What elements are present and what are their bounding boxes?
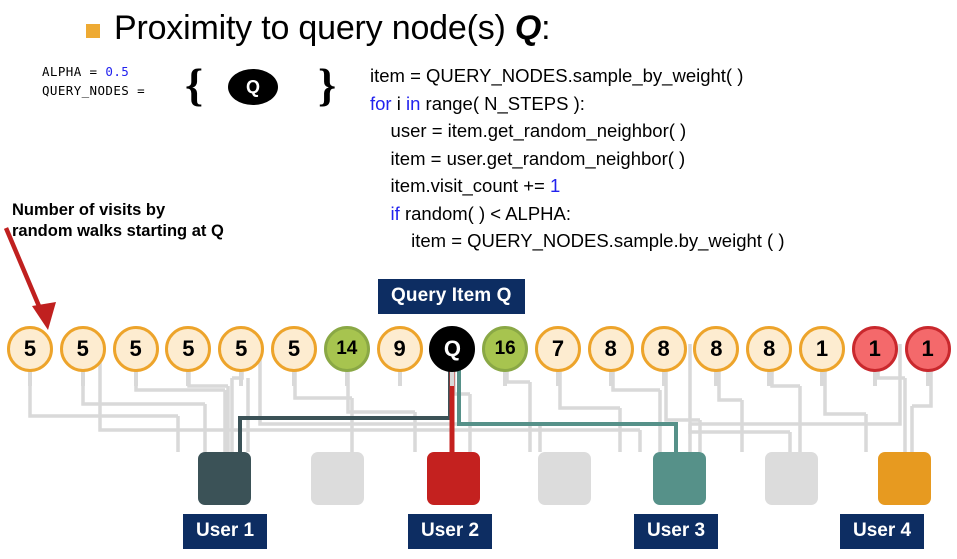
item-node-q[interactable]: Q bbox=[429, 326, 476, 372]
user-square-user-3[interactable] bbox=[653, 452, 706, 505]
brace-open: { bbox=[185, 59, 204, 110]
user-square-inactive[interactable] bbox=[538, 452, 591, 505]
visits-annotation-line2: random walks starting at Q bbox=[12, 222, 224, 240]
user-label-user-4: User 4 bbox=[840, 514, 925, 549]
visits-annotation: Number of visits by random walks startin… bbox=[12, 200, 224, 242]
item-node-5[interactable]: 5 bbox=[7, 326, 53, 372]
user-label-user-2: User 2 bbox=[408, 514, 493, 549]
item-node-8[interactable]: 8 bbox=[587, 326, 634, 372]
user-label-user-3: User 3 bbox=[634, 514, 719, 549]
item-node-9[interactable]: 9 bbox=[376, 326, 423, 372]
visits-annotation-line1: Number of visits by bbox=[12, 201, 166, 219]
item-node-14[interactable]: 14 bbox=[323, 326, 370, 372]
node-stem bbox=[133, 368, 138, 386]
code-line-5-pre: item.visit_count += bbox=[370, 175, 550, 196]
code-kw-for: for bbox=[370, 92, 392, 114]
code-line-5-num: 1 bbox=[549, 175, 561, 196]
node-stem bbox=[820, 368, 824, 386]
node-stem bbox=[556, 368, 560, 386]
code-line-5: item.visit_count += 1 bbox=[370, 172, 785, 200]
item-node-1[interactable]: 1 bbox=[851, 326, 898, 372]
code-line-6-rest: random( ) < ALPHA: bbox=[399, 202, 572, 224]
node-stem bbox=[925, 368, 930, 386]
query-node-chip: Q bbox=[228, 69, 278, 105]
node-stem bbox=[344, 368, 349, 386]
brace-close: } bbox=[318, 59, 337, 110]
item-node-8[interactable]: 8 bbox=[693, 326, 740, 372]
node-stem bbox=[80, 368, 85, 386]
code-kw-if: if bbox=[370, 202, 400, 224]
user-square-user-2[interactable] bbox=[427, 452, 480, 505]
item-node-5[interactable]: 5 bbox=[165, 326, 212, 372]
query-nodes-line: QUERY_NODES = bbox=[42, 83, 146, 98]
item-node-8[interactable]: 8 bbox=[640, 326, 687, 372]
user-row: User 1 User 2 User 3 User 4 bbox=[0, 440, 957, 559]
code-line-1: item = QUERY_NODES.sample_by_weight( ) bbox=[370, 65, 744, 86]
user-square-inactive[interactable] bbox=[765, 452, 818, 505]
node-stem bbox=[450, 368, 455, 386]
item-node-5[interactable]: 5 bbox=[271, 326, 317, 372]
bullet-icon bbox=[86, 24, 100, 38]
user-square-user-4[interactable] bbox=[878, 452, 931, 505]
item-node-5[interactable]: 5 bbox=[59, 326, 106, 372]
node-stem bbox=[28, 368, 32, 386]
alpha-name: ALPHA = bbox=[42, 64, 106, 79]
code-line-2: for i in range( N_STEPS ): bbox=[370, 90, 785, 118]
node-stem bbox=[239, 368, 244, 386]
item-node-7[interactable]: 7 bbox=[535, 326, 581, 372]
page-title-text: Proximity to query node(s) bbox=[114, 9, 515, 47]
code-line-2-mid: i bbox=[391, 92, 406, 114]
page-title-row: Proximity to query node(s) Q: bbox=[86, 4, 846, 52]
node-stem bbox=[397, 368, 402, 386]
item-node-1[interactable]: 1 bbox=[799, 326, 845, 372]
node-stem bbox=[186, 368, 191, 386]
node-stem bbox=[714, 368, 719, 386]
node-stem bbox=[661, 368, 666, 386]
node-stem bbox=[872, 368, 877, 386]
annotation-arrow-icon bbox=[3, 227, 56, 330]
page-title-colon: : bbox=[541, 9, 551, 47]
item-node-5[interactable]: 5 bbox=[112, 326, 159, 372]
item-node-8[interactable]: 8 bbox=[746, 326, 793, 372]
alpha-value: 0.5 bbox=[105, 64, 130, 79]
user-square-user-1[interactable] bbox=[198, 452, 251, 505]
code-line-2-rest: range( N_STEPS ): bbox=[420, 92, 585, 114]
user-label-user-1: User 1 bbox=[183, 514, 268, 549]
alpha-line: ALPHA = 0.5 bbox=[42, 62, 145, 81]
node-stem bbox=[767, 368, 772, 386]
item-node-5[interactable]: 5 bbox=[218, 326, 265, 372]
code-line-7: item = QUERY_NODES.sample.by_weight ( ) bbox=[370, 230, 785, 251]
code-line-3: user = item.get_random_neighbor( ) bbox=[370, 120, 687, 141]
item-node-1[interactable]: 1 bbox=[904, 326, 951, 372]
node-stem bbox=[608, 368, 613, 386]
alpha-assignment-block: ALPHA = 0.5 QUERY_NODES = bbox=[42, 62, 145, 100]
page-title: Proximity to query node(s) Q: bbox=[114, 9, 551, 47]
item-node-16[interactable]: 16 bbox=[482, 326, 529, 372]
pseudocode-block: item = QUERY_NODES.sample_by_weight( ) fo… bbox=[370, 62, 785, 255]
node-stem bbox=[503, 368, 508, 386]
page-title-q: Q bbox=[514, 9, 542, 47]
code-line-6: if random( ) < ALPHA: bbox=[370, 200, 785, 228]
user-square-inactive[interactable] bbox=[311, 452, 364, 505]
node-stem bbox=[292, 368, 296, 386]
code-kw-in: in bbox=[405, 92, 421, 114]
query-item-label: Query Item Q bbox=[378, 279, 525, 314]
code-line-4: item = user.get_random_neighbor( ) bbox=[370, 147, 686, 169]
